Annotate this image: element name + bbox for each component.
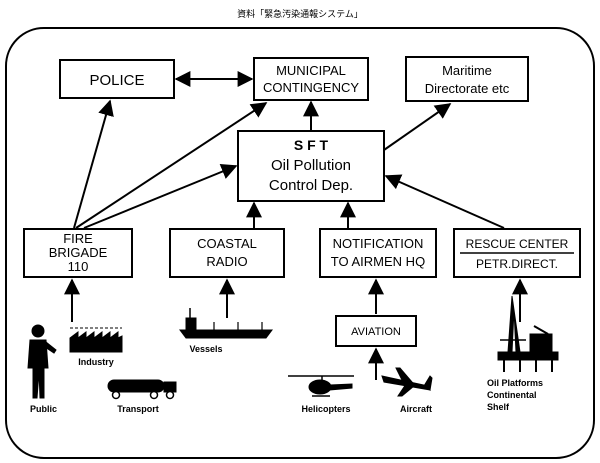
sft-label-line1: S F T — [294, 137, 329, 153]
sft-box: S F T Oil Pollution Control Dep. — [237, 130, 385, 202]
oil-platforms-label-line3: Shelf — [487, 402, 510, 412]
police-box: POLICE — [59, 59, 175, 99]
coastal-label-line2: RADIO — [206, 254, 247, 269]
fire-label-line2: BRIGADE — [49, 245, 108, 260]
municipal-contingency-box: MUNICIPAL CONTINGENCY — [253, 57, 369, 101]
aircraft-icon — [381, 367, 433, 397]
public-label: Public — [30, 404, 57, 414]
arrows — [64, 71, 528, 380]
rescue-label-line2: PETR.DIRECT. — [476, 257, 558, 271]
arrow-fire-sft — [83, 164, 238, 229]
public-figure-icon — [27, 324, 57, 399]
oil-platform-icon — [497, 295, 559, 372]
vessels-label: Vessels — [189, 344, 222, 354]
aircraft-label: Aircraft — [400, 404, 432, 414]
notification-label-line2: TO AIRMEN HQ — [331, 254, 425, 269]
transport-truck-icon — [107, 379, 177, 400]
outer-frame — [5, 27, 595, 459]
arrow-fire-municipal — [75, 102, 268, 229]
maritime-label-line1: Maritime — [442, 63, 492, 78]
industry-icon — [69, 327, 123, 353]
fire-brigade-box: FIRE BRIGADE 110 — [23, 228, 133, 278]
arrow-fire-police — [73, 99, 114, 229]
aviation-box: AVIATION — [335, 315, 417, 347]
maritime-directorate-box: Maritime Directorate etc — [405, 56, 529, 102]
coastal-radio-box: COASTAL RADIO — [169, 228, 285, 278]
transport-label: Transport — [117, 404, 159, 414]
municipal-label-line1: MUNICIPAL — [276, 63, 346, 78]
notification-box: NOTIFICATION TO AIRMEN HQ — [319, 228, 437, 278]
coastal-label-line1: COASTAL — [197, 236, 257, 251]
vessel-ship-icon — [179, 308, 273, 339]
police-label: POLICE — [89, 72, 144, 89]
rescue-center-box: RESCUE CENTER PETR.DIRECT. — [453, 228, 581, 278]
helicopters-label: Helicopters — [301, 404, 350, 414]
industry-label: Industry — [78, 357, 114, 367]
maritime-label-line2: Directorate etc — [425, 81, 510, 96]
caption: 資料「緊急汚染通報システム」 — [237, 8, 363, 19]
fire-label-line1: FIRE — [63, 231, 93, 246]
municipal-label-line2: CONTINGENCY — [263, 80, 359, 95]
fire-label-line3: 110 — [68, 259, 89, 274]
helicopter-icon — [288, 375, 354, 397]
rescue-label-line1: RESCUE CENTER — [466, 237, 569, 251]
sft-label-line2: Oil Pollution — [271, 157, 351, 174]
arrow-rescue-sft — [384, 174, 505, 229]
aviation-label: AVIATION — [351, 326, 401, 338]
arrow-sft-maritime — [383, 103, 452, 151]
sft-label-line3: Control Dep. — [269, 177, 353, 194]
oil-platforms-label-line1: Oil Platforms — [487, 378, 543, 388]
oil-platforms-label-line2: Continental — [487, 390, 537, 400]
notification-label-line1: NOTIFICATION — [333, 236, 424, 251]
